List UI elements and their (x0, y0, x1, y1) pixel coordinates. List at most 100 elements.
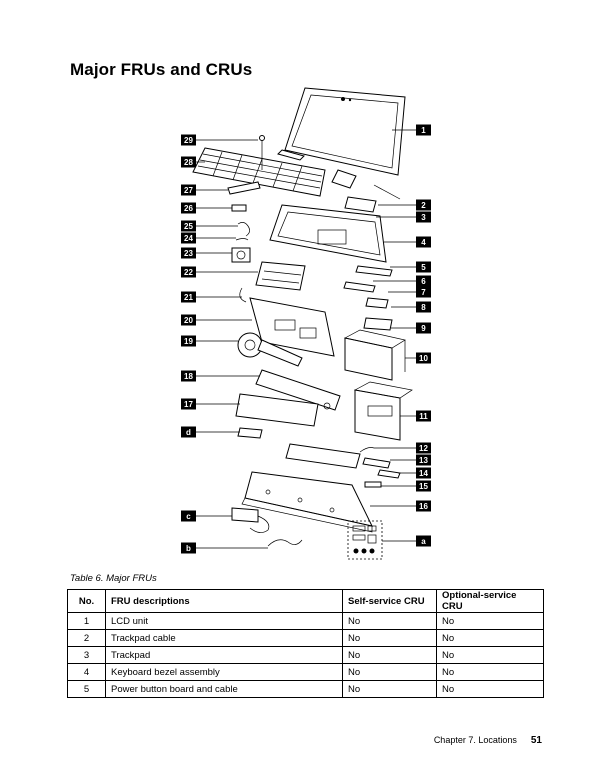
misc-parts-kit-drawing (347, 520, 383, 560)
callout-box (181, 335, 196, 347)
callout-label-11: 11 (416, 410, 431, 422)
speaker-box-drawing (343, 329, 406, 381)
callout-box (181, 542, 196, 554)
callout-box (181, 220, 196, 232)
callout-text: 8 (421, 303, 426, 312)
callout-text: 21 (184, 293, 193, 302)
callout-box (416, 124, 431, 136)
callout-text: 10 (419, 354, 428, 363)
callout-label-19: 19 (181, 335, 196, 347)
thermal-fan-drawing (237, 332, 303, 367)
cell-description: Power button board and cable (105, 680, 343, 698)
callout-label-20: 20 (181, 314, 196, 326)
col-header-no: No. (67, 589, 106, 613)
callout-label-21: 21 (181, 291, 196, 303)
callout-text: 29 (184, 136, 193, 145)
callout-label-7: 7 (416, 286, 431, 298)
callout-label-25: 25 (181, 220, 196, 232)
callout-label-15: 15 (416, 480, 431, 492)
callout-box (181, 426, 196, 438)
callout-box (181, 370, 196, 382)
table-row: 3 Trackpad No No (67, 646, 544, 664)
col-header-description: FRU descriptions (105, 589, 343, 613)
callout-label-23: 23 (181, 247, 196, 259)
callout-label-c: c (181, 510, 196, 522)
keyboard-drawing (192, 135, 326, 197)
callout-box (181, 510, 196, 522)
callout-text: c (186, 512, 191, 521)
cell-self-service: No (342, 612, 437, 630)
callout-label-a: a (416, 535, 431, 547)
small-parts-upper-left (227, 181, 261, 263)
callout-label-18: 18 (181, 370, 196, 382)
callout-text: 19 (184, 337, 193, 346)
callout-box (416, 480, 431, 492)
cell-no: 1 (67, 612, 106, 630)
callout-box (181, 314, 196, 326)
callout-text: 26 (184, 204, 193, 213)
callout-box (416, 211, 431, 223)
callout-text: 9 (421, 324, 426, 333)
callout-box (416, 275, 431, 287)
callout-box (416, 454, 431, 466)
cell-optional-service: No (436, 646, 544, 664)
callout-box (181, 184, 196, 196)
callout-text: 18 (184, 372, 193, 381)
callout-text: 11 (419, 412, 428, 421)
callout-label-17: 17 (181, 398, 196, 410)
callout-label-26: 26 (181, 202, 196, 214)
system-board-drawing (239, 287, 335, 357)
callout-label-27: 27 (181, 184, 196, 196)
col-header-optional-service: Optional-service CRU (436, 589, 544, 613)
cell-optional-service: No (436, 629, 544, 647)
page-title: Major FRUs and CRUs (70, 60, 253, 79)
callout-label-3: 3 (416, 211, 431, 223)
callout-box (181, 266, 196, 278)
callout-label-13: 13 (416, 454, 431, 466)
callout-text: 23 (184, 249, 193, 258)
callout-box (181, 398, 196, 410)
cell-description: Keyboard bezel assembly (105, 663, 343, 681)
callout-text: 6 (421, 277, 426, 286)
callout-label-6: 6 (416, 275, 431, 287)
memory-modules-drawing (255, 261, 306, 291)
table-row: 4 Keyboard bezel assembly No No (67, 663, 544, 681)
callout-label-14: 14 (416, 467, 431, 479)
leader-lines (196, 129, 416, 549)
cell-no: 3 (67, 646, 106, 664)
callout-box (416, 322, 431, 334)
callout-text: 17 (184, 400, 193, 409)
callout-text: 1 (421, 126, 426, 135)
callout-box (416, 442, 431, 454)
callout-box (181, 247, 196, 259)
callout-box (181, 134, 196, 146)
lower-left-boards-drawing (235, 369, 341, 439)
callout-label-2: 2 (416, 199, 431, 211)
callout-box (416, 535, 431, 547)
callout-label-12: 12 (416, 442, 431, 454)
callout-box (181, 232, 196, 244)
callout-text: 2 (421, 201, 426, 210)
keyboard-bezel-drawing (269, 184, 401, 263)
callout-text: 25 (184, 222, 193, 231)
callout-box (416, 199, 431, 211)
callout-label-8: 8 (416, 301, 431, 313)
callout-text: d (186, 428, 191, 437)
cell-self-service: No (342, 680, 437, 698)
callout-box (416, 500, 431, 512)
page-number: 51 (530, 735, 542, 746)
cell-no: 4 (67, 663, 106, 681)
callout-text: 15 (419, 482, 428, 491)
callout-label-9: 9 (416, 322, 431, 334)
callout-box (416, 467, 431, 479)
cell-optional-service: No (436, 612, 544, 630)
callout-label-10: 10 (416, 352, 431, 364)
callout-text: a (421, 537, 426, 546)
callout-text: 24 (184, 234, 193, 243)
callout-label-4: 4 (416, 236, 431, 248)
callout-label-b: b (181, 542, 196, 554)
callout-text: 13 (419, 456, 428, 465)
callout-box (416, 352, 431, 364)
